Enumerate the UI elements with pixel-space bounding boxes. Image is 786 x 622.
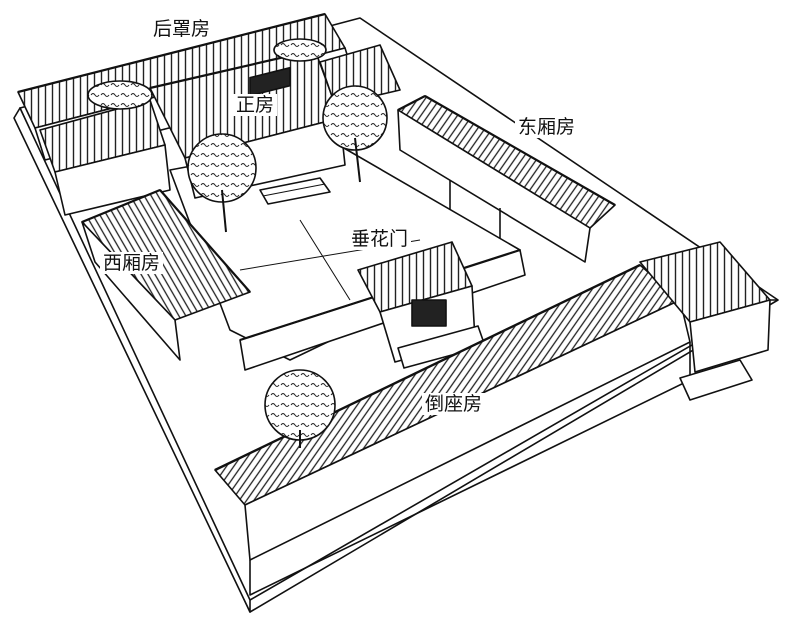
tree xyxy=(187,133,257,232)
label-west-wing: 西厢房 xyxy=(100,252,164,274)
label-festoon-gate: 垂花门 xyxy=(348,228,412,250)
shrubs xyxy=(87,38,327,110)
festoon-gate xyxy=(358,242,485,368)
tree xyxy=(264,369,336,448)
label-main-hall: 正房 xyxy=(233,94,278,116)
east-wing xyxy=(398,96,615,262)
label-east-wing: 东厢房 xyxy=(515,116,579,138)
entrance-gate xyxy=(640,242,770,400)
tree xyxy=(322,85,388,182)
label-back-row: 后罩房 xyxy=(150,18,214,40)
label-front-row: 倒座房 xyxy=(422,393,486,415)
